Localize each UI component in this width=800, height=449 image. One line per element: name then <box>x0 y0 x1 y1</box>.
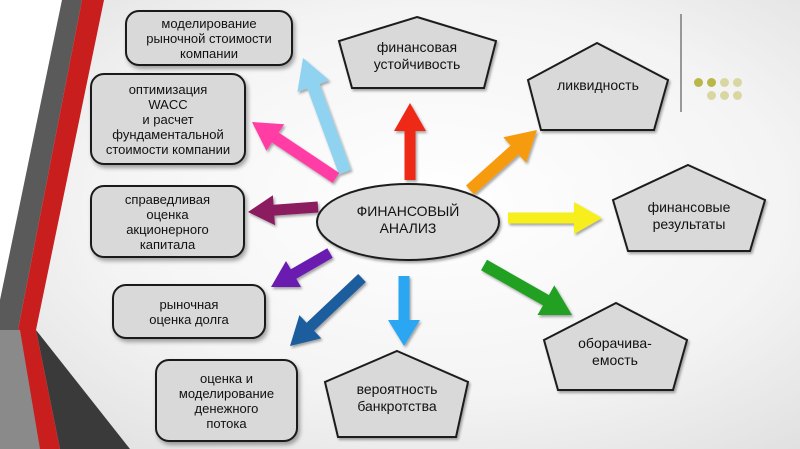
pentagon-financial-results <box>611 163 767 252</box>
label-financial-results: финансовые результаты <box>647 199 731 232</box>
box-market-debt-valuation: рыночная оценка долга <box>112 284 266 339</box>
arrow-to-liquidity <box>466 130 537 195</box>
arrow-to-debt <box>271 248 333 287</box>
arrow-to-equity <box>248 195 319 226</box>
label-turnover: оборачива- емость <box>578 335 652 368</box>
dot <box>707 91 716 100</box>
pentagon-liquidity <box>526 41 670 131</box>
box-market-value-modeling: моделирование рыночной стоимости компани… <box>125 10 293 66</box>
label-liquidity: ликвидность <box>557 76 639 93</box>
pentagon-bankruptcy <box>323 349 470 438</box>
center-ellipse <box>316 183 500 261</box>
pentagon-financial-stability <box>337 15 498 89</box>
box-wacc-optimization: оптимизация WACC и расчет фундаментально… <box>90 73 246 165</box>
dot <box>720 78 729 87</box>
decorative-dots <box>694 78 754 102</box>
arrow-to-cash-flow <box>290 274 366 346</box>
arrow-to-turnover <box>481 259 572 315</box>
dot <box>720 91 729 100</box>
arrow-to-wacc <box>252 122 340 183</box>
dot <box>707 78 716 87</box>
box-cash-flow-modeling: оценка и моделирование денежного потока <box>155 359 298 442</box>
label-bankruptcy: вероятность банкротства <box>356 381 438 414</box>
arrow-to-market-value <box>297 58 352 175</box>
arrow-to-results <box>508 202 602 234</box>
arrow-to-stability <box>394 103 426 180</box>
center-label: ФИНАНСОВЫЙ АНАЛИЗ <box>356 203 460 236</box>
box-fair-equity-valuation: справедливая оценка акционерного капитал… <box>90 185 245 258</box>
dot <box>733 78 742 87</box>
dot <box>733 91 742 100</box>
label-financial-stability: финансовая устойчивость <box>373 39 461 72</box>
dot <box>694 78 703 87</box>
arrow-to-bankruptcy <box>388 276 420 346</box>
pentagon-turnover <box>542 301 689 391</box>
